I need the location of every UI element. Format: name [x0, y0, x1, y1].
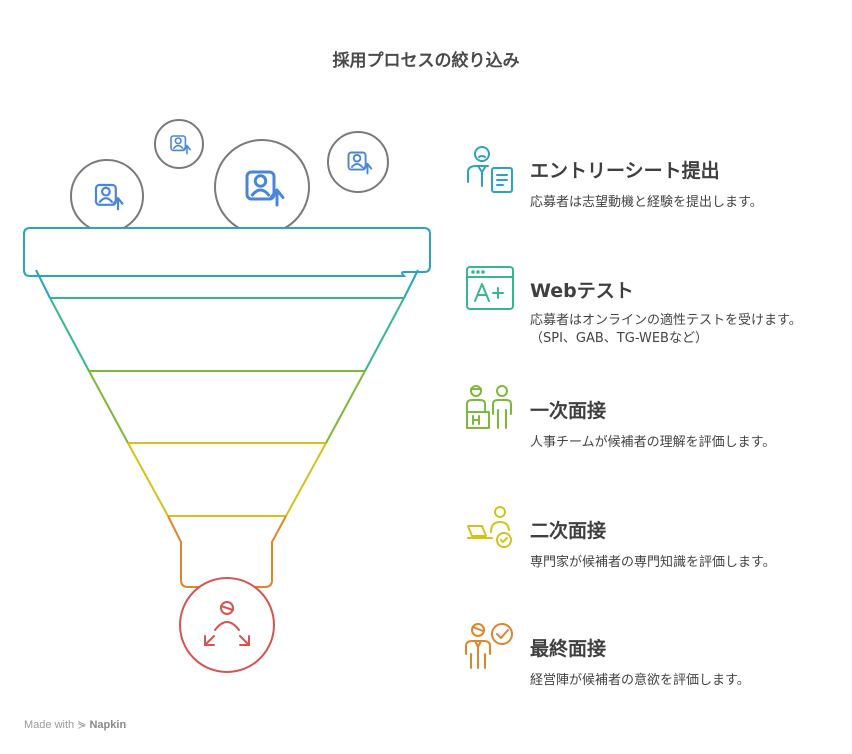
applicant-bubble: [154, 119, 204, 169]
interview-team-icon: [466, 385, 512, 429]
made-with-label: Made with: [24, 719, 75, 731]
step-description: 人事チームが候補者の理解を評価します。: [530, 435, 776, 450]
selected-candidate: [179, 577, 275, 673]
expert-laptop-icon: [467, 506, 512, 548]
footer-credit[interactable]: Made with ⋟ Napkin: [24, 718, 126, 731]
applicant-bubble: [214, 139, 310, 235]
page-title: 採用プロセスの絞り込み: [332, 51, 520, 71]
applicant-document-icon: [467, 146, 513, 193]
applicant-bubble: [70, 159, 144, 233]
step-heading: エントリーシート提出: [530, 160, 720, 182]
funnel-rim: [23, 227, 431, 277]
step-description: 専門家が候補者の専門知識を評価します。: [530, 555, 776, 570]
step-description: 経営陣が候補者の意欲を評価します。: [530, 673, 750, 688]
step-heading: 一次面接: [530, 400, 607, 422]
brand-name: Napkin: [89, 719, 127, 731]
step-description: 応募者はオンラインの適性テストを受けます。（SPI、GAB、TG-WEBなど）: [530, 313, 802, 346]
web-test-grade-icon: [466, 266, 514, 310]
executive-approval-icon: [465, 623, 513, 669]
step-heading: 最終面接: [530, 638, 607, 660]
selected-candidate-icon: [204, 601, 250, 646]
funnel-spout: [167, 515, 287, 588]
funnel: [23, 227, 431, 588]
napkin-logo-icon: ⋟: [77, 719, 87, 731]
step-heading: Webテスト: [530, 280, 634, 302]
step-description: 応募者は志望動機と経験を提出します。: [530, 195, 763, 210]
step-heading: 二次面接: [530, 520, 607, 542]
applicant-bubble: [327, 131, 389, 193]
